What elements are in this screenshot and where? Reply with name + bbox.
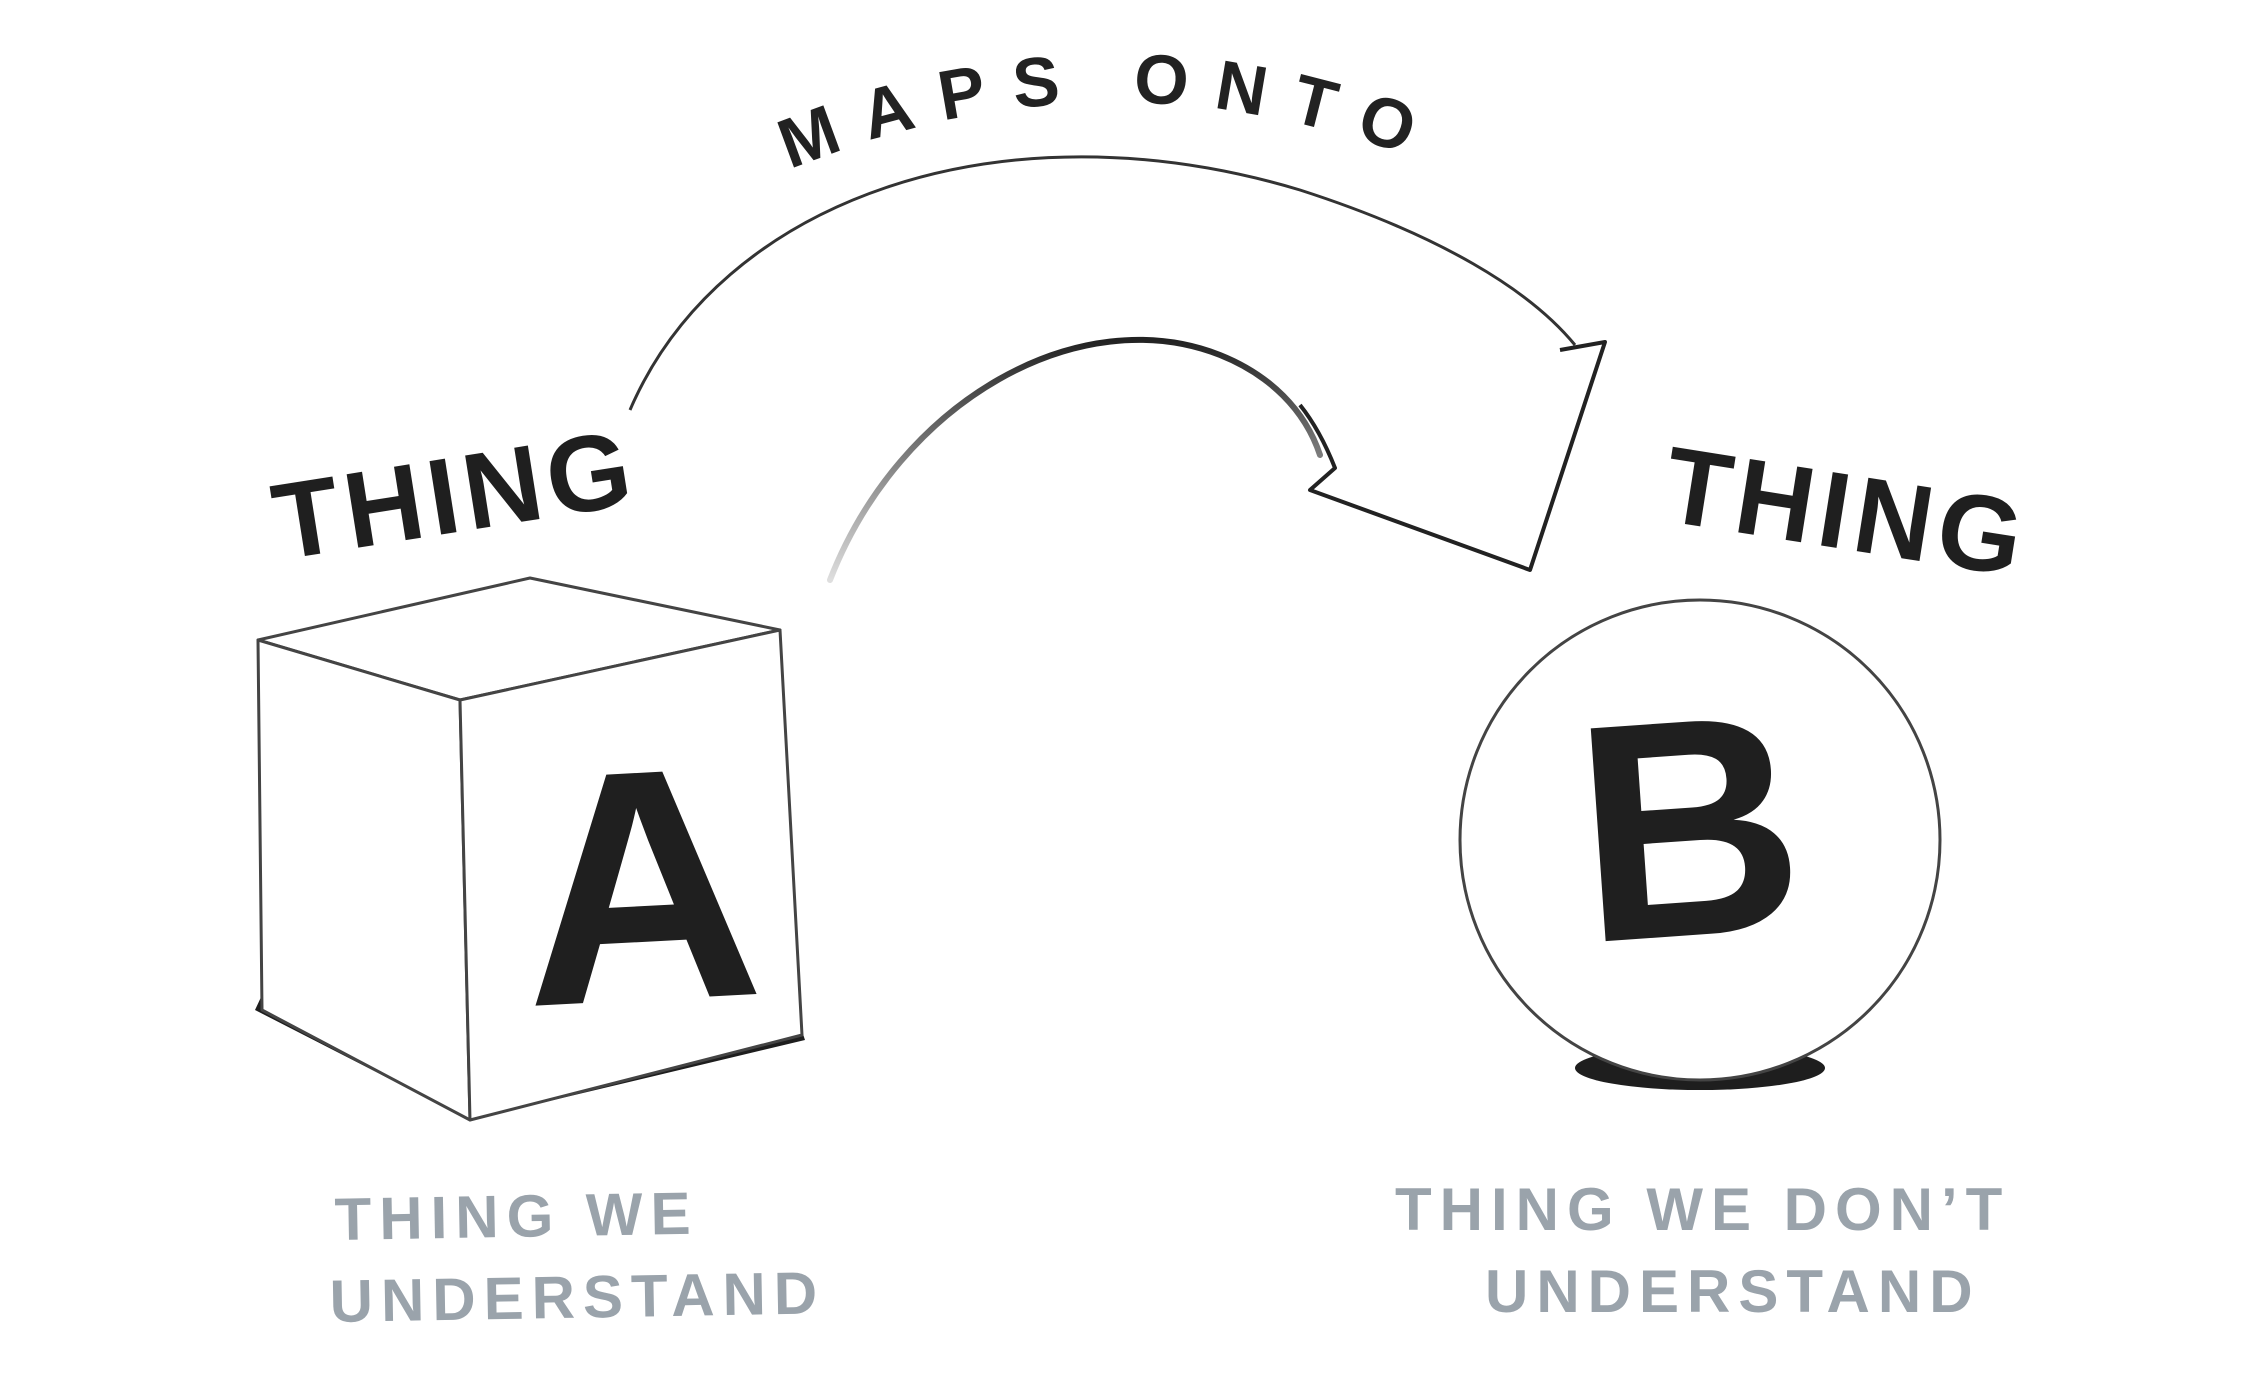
sphere-icon: B: [1458, 598, 1942, 1090]
arrow-inner-curve: [827, 337, 1323, 583]
cube-icon: A: [255, 576, 805, 1122]
thing-a-caption: THING WE UNDERSTAND: [329, 1180, 826, 1335]
thing-a-caption-line2: UNDERSTAND: [329, 1259, 826, 1335]
thing-b-caption: THING WE DON’T UNDERSTAND: [1395, 1176, 2010, 1325]
letter-b: B: [1565, 647, 1813, 1009]
maps-onto-label: MAPS ONTO: [768, 39, 1450, 183]
thing-a-caption-line1: THING WE: [334, 1180, 699, 1253]
arrow-outer-curve: [628, 155, 1577, 411]
sphere-outline: [1458, 598, 1942, 1082]
cube-left-face: [256, 638, 472, 1122]
thing-b-heading: THING: [1656, 423, 2036, 600]
cube-front-face: [458, 628, 804, 1122]
letter-a: A: [512, 695, 769, 1076]
arrow-head: [1298, 340, 1607, 572]
mapping-arrow: [628, 155, 1607, 583]
thing-a-heading: THING: [265, 406, 645, 583]
thing-b-caption-line2: UNDERSTAND: [1485, 1258, 1981, 1325]
thing-b-caption-line1: THING WE DON’T: [1395, 1176, 2010, 1243]
